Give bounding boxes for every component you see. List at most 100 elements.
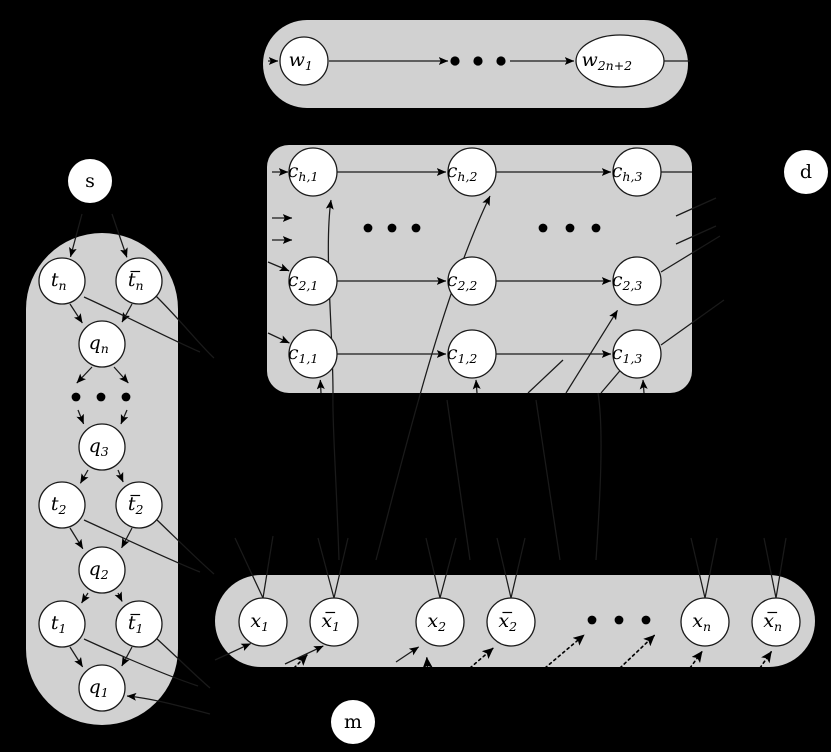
edge-t2-q2: [69, 527, 84, 550]
edge-var-up-5: [439, 537, 457, 599]
edge-dotted-mid-2: [619, 634, 656, 669]
terminal-d-label: d: [800, 161, 812, 183]
clause-ellipsis-dot: [411, 223, 421, 233]
x1b-label: x1: [321, 610, 340, 634]
edge-out-upper-1: [675, 197, 717, 217]
edge-dotted-into-x2: [422, 657, 433, 673]
edge-into-c21: [267, 261, 290, 272]
edge-s-to-tnbar: [111, 213, 128, 258]
node-c13[interactable]: c1,3: [612, 329, 662, 379]
node-x1[interactable]: x1: [238, 597, 288, 647]
c11-label: c1,1: [288, 342, 319, 366]
edge-tnbar-right: [155, 295, 215, 359]
node-c22[interactable]: c2,2: [447, 256, 497, 306]
edge-d-q3-l: [76, 409, 85, 425]
edge-into-x1: [214, 642, 251, 661]
node-tnb[interactable]: tn: [115, 257, 163, 305]
c13-label: c1,3: [612, 342, 643, 366]
edge-d-q3-r: [120, 409, 129, 425]
node-t2b[interactable]: t2: [115, 481, 163, 529]
clause-ellipsis-dot: [363, 223, 373, 233]
t2b-label: t2: [128, 493, 144, 517]
node-t1[interactable]: t1: [38, 600, 86, 648]
edge-var-up-10: [763, 537, 777, 599]
node-ch3[interactable]: ch,3: [612, 147, 662, 197]
t2-label: t2: [51, 493, 67, 517]
clause-ellipsis-dot: [538, 223, 548, 233]
node-x1b[interactable]: x1: [309, 597, 359, 647]
edge-q3-t2: [79, 469, 89, 484]
node-q3[interactable]: q3: [78, 423, 126, 471]
node-q1[interactable]: q1: [78, 664, 126, 712]
c12-label: c1,2: [447, 342, 478, 366]
x1-label: x1: [250, 610, 269, 634]
edge-var-up-8: [690, 537, 706, 599]
w-ellipsis-dot: [450, 56, 460, 66]
t1b-label: t1: [128, 612, 144, 636]
terminal-s[interactable]: s: [68, 159, 112, 203]
edge-var-tail-long: [595, 392, 602, 561]
edge-into-c11: [267, 332, 290, 344]
terminal-d[interactable]: d: [784, 150, 828, 194]
chain-group: [26, 233, 178, 725]
edge-tnbar-qn: [121, 303, 133, 323]
edge-qn-dr: [113, 366, 129, 384]
edge-t2bar-right: [155, 518, 215, 575]
edge-qn-dl: [76, 366, 93, 384]
node-c21[interactable]: c2,1: [288, 256, 338, 306]
w-ellipsis-dot: [473, 56, 483, 66]
w1-label: w1: [289, 49, 313, 73]
edge-var-up-2: [317, 537, 335, 599]
clause-ellipsis-dot: [565, 223, 575, 233]
node-xn[interactable]: xn: [680, 597, 730, 647]
chain-ellipsis-dot: [121, 392, 131, 402]
node-ch1[interactable]: ch,1: [288, 147, 338, 197]
edge-into-c11-bottom: [316, 379, 325, 394]
edge-long-2: [446, 399, 471, 561]
edge-q2-t1bar: [114, 591, 123, 602]
node-c11[interactable]: c1,1: [288, 329, 338, 379]
edge-var-up-11: [775, 537, 787, 599]
edge-var-up-6: [496, 537, 512, 599]
node-w2n2[interactable]: w2n+2: [575, 34, 665, 88]
edge-t1-right: [83, 638, 199, 687]
node-tn[interactable]: tn: [38, 257, 86, 305]
terminal-m-label: m: [344, 711, 362, 733]
node-qn[interactable]: qn: [78, 320, 126, 368]
c23-label: c2,3: [612, 269, 643, 293]
edges-layer: [69, 56, 787, 715]
edge-dotted-into-x1bar: [289, 654, 308, 673]
edge-var-up-4: [425, 537, 441, 599]
node-xnb[interactable]: xn: [751, 597, 801, 647]
x2-label: x2: [427, 610, 446, 634]
node-ch2[interactable]: ch,2: [447, 147, 497, 197]
edge-dotted-into-x2b: [469, 647, 494, 669]
node-t2[interactable]: t2: [38, 481, 86, 529]
node-q2[interactable]: q2: [78, 546, 126, 594]
node-t1b[interactable]: t1: [115, 600, 163, 648]
node-x2[interactable]: x2: [415, 597, 465, 647]
tnb-label: tn: [128, 269, 144, 293]
q3-label: q3: [89, 435, 109, 459]
terminal-m[interactable]: m: [331, 700, 375, 744]
variable-ellipsis-dot: [614, 615, 624, 625]
edge-var-up-0: [234, 537, 264, 599]
node-c12[interactable]: c1,2: [447, 329, 497, 379]
node-x2b[interactable]: x2: [486, 597, 536, 647]
nodes-layer: s d m w1 w2n+2 ch,1 ch,2 ch,3 c2,1 c2,2 c2,3 c1,1 c1…: [38, 34, 828, 744]
edge-into-q1-right: [126, 692, 211, 715]
clause-ellipsis-dot: [591, 223, 601, 233]
node-w1[interactable]: w1: [279, 36, 329, 86]
edge-c23-out: [660, 235, 721, 273]
w-ellipsis-dot: [496, 56, 506, 66]
edge-var-to-ch1-tail: [332, 392, 340, 561]
edge-long-1: [535, 399, 561, 561]
node-c23[interactable]: c2,3: [612, 256, 662, 306]
ellipsis-layer: [71, 56, 651, 625]
edge-t2-right: [83, 519, 201, 573]
qn-label: qn: [89, 332, 109, 356]
edge-q3-t2bar: [115, 469, 124, 483]
edge-var-up-3: [333, 537, 349, 599]
t1-label: t1: [51, 612, 67, 636]
